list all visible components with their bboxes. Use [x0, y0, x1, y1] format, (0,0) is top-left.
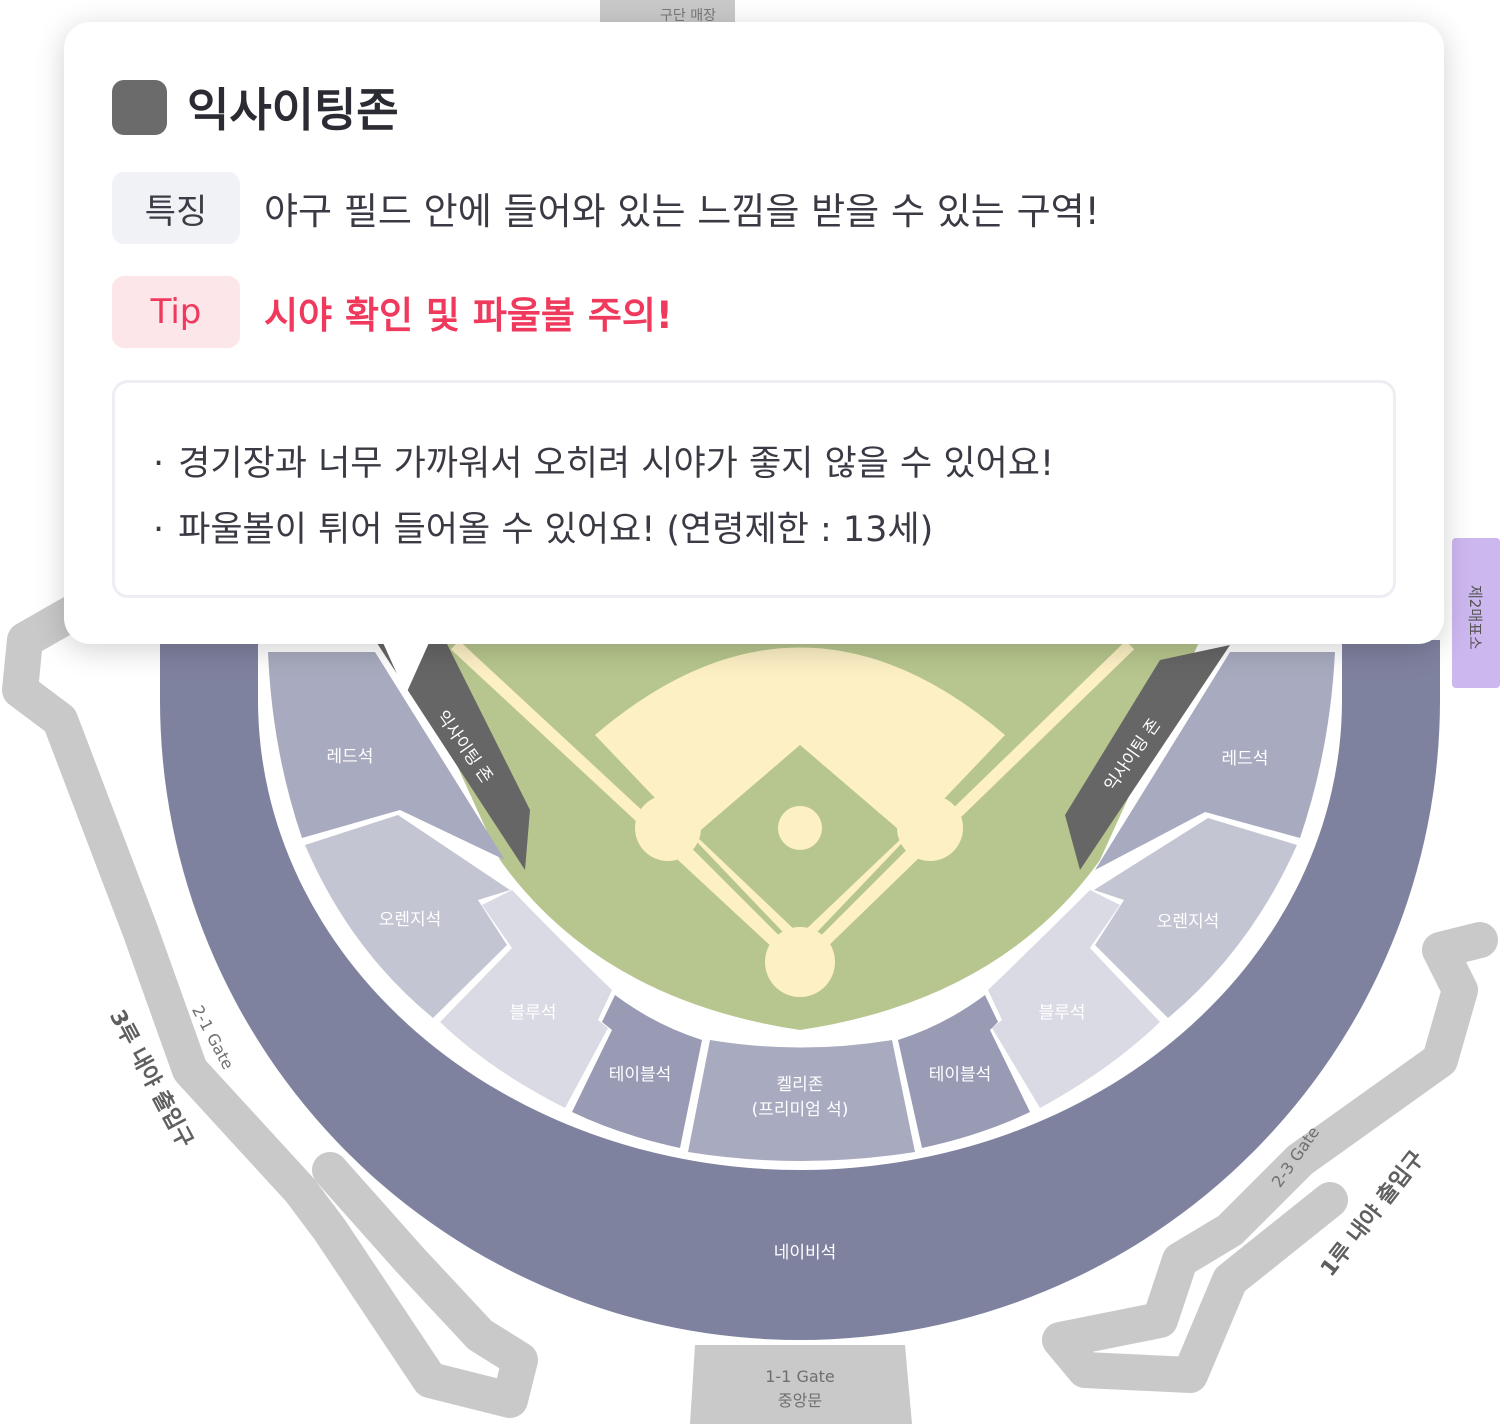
- zone-info-popup: 익사이팅존 특징 야구 필드 안에 들어와 있는 느낌을 받을 수 있는 구역!…: [64, 22, 1444, 644]
- gate-1-1-sublabel: 중앙문: [778, 1391, 822, 1410]
- kelly-zone-sublabel: (프리미엄 석): [752, 1100, 849, 1120]
- blue-seat-left-label: 블루석: [510, 1003, 557, 1023]
- navy-seat-label: 네이비석: [774, 1243, 837, 1263]
- feature-badge: 특징: [112, 172, 240, 244]
- blue-seat-left[interactable]: [440, 890, 612, 1108]
- exciting-zone-left[interactable]: [375, 640, 530, 870]
- second-base: [770, 710, 830, 734]
- feature-text: 야구 필드 안에 들어와 있는 느낌을 받을 수 있는 구역!: [264, 190, 1100, 233]
- first-base: [897, 795, 963, 861]
- table-seat-left-label: 테이블석: [609, 1065, 672, 1085]
- ticket-office-2[interactable]: [1452, 538, 1500, 688]
- gate-1-1-label: 1-1 Gate: [765, 1367, 835, 1386]
- tip-badge: Tip: [112, 276, 240, 348]
- shop-block[interactable]: [600, 0, 735, 24]
- gate-1-1-block[interactable]: [690, 1345, 912, 1424]
- zone-color-swatch: [112, 79, 167, 135]
- zone-title-row: 익사이팅존: [112, 74, 399, 140]
- feature-row: 특징 야구 필드 안에 들어와 있는 느낌을 받을 수 있는 구역!: [112, 172, 1100, 244]
- pitcher-mound: [778, 806, 822, 850]
- tip-text: 시야 확인 및 파울볼 주의!: [264, 294, 673, 337]
- note-item: 경기장과 너무 가까워서 오히려 시야가 좋지 않을 수 있어요!: [153, 431, 1393, 497]
- kelly-zone-label: 켈리존: [777, 1075, 824, 1095]
- table-seat-right[interactable]: [898, 995, 1030, 1148]
- table-seat-right-label: 테이블석: [929, 1065, 992, 1085]
- note-item: 파울볼이 튀어 들어올 수 있어요! (연령제한 : 13세): [153, 497, 1393, 563]
- tip-row: Tip 시야 확인 및 파울볼 주의!: [112, 276, 673, 348]
- blue-seat-right-label: 블루석: [1039, 1003, 1086, 1023]
- third-base: [635, 795, 701, 861]
- walkway-left: [2, 582, 538, 1418]
- exciting-zone-right[interactable]: [1065, 645, 1230, 870]
- ticket-office-2-label: 제2매표소: [1466, 585, 1484, 650]
- orange-seat-right-label: 오렌지석: [1157, 912, 1220, 932]
- zone-title: 익사이팅존: [187, 83, 399, 137]
- red-seat-left-label: 레드석: [327, 747, 374, 767]
- notes-list: 경기장과 너무 가까워서 오히려 시야가 좋지 않을 수 있어요! 파울볼이 튀…: [115, 383, 1393, 563]
- orange-seat-left-label: 오렌지석: [379, 910, 442, 930]
- orange-seat-left[interactable]: [305, 815, 510, 1018]
- shop-label: 구단 매장: [660, 8, 716, 24]
- red-seat-right[interactable]: [1095, 652, 1335, 870]
- table-seat-left[interactable]: [572, 995, 702, 1148]
- notes-box: 경기장과 너무 가까워서 오히려 시야가 좋지 않을 수 있어요! 파울볼이 튀…: [112, 380, 1396, 598]
- popup-pointer: [380, 636, 432, 694]
- walkway-right: [1042, 922, 1498, 1393]
- red-seat-left[interactable]: [268, 652, 505, 860]
- orange-seat-right[interactable]: [1094, 818, 1297, 1018]
- red-seat-right-label: 레드석: [1222, 749, 1269, 769]
- home-plate: [765, 927, 835, 997]
- kelly-zone[interactable]: [688, 1040, 915, 1161]
- blue-seat-right[interactable]: [988, 890, 1160, 1108]
